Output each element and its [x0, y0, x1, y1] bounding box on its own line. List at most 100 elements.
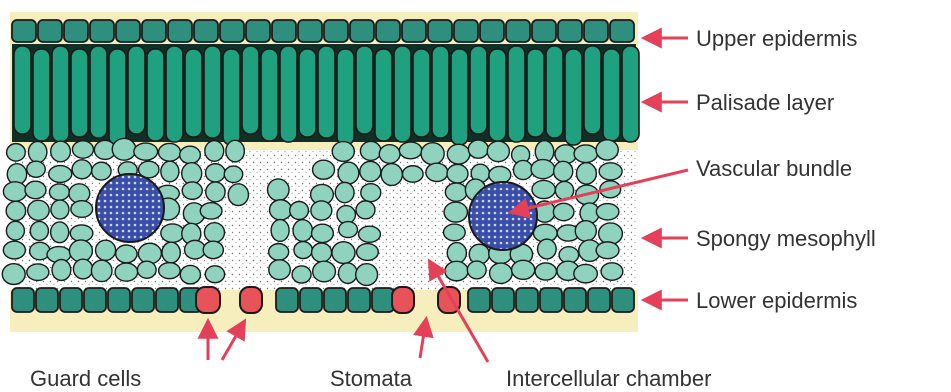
spongy-cell	[180, 265, 200, 283]
spongy-cell	[512, 260, 535, 279]
label-upper-epidermis: Upper epidermis	[696, 26, 857, 51]
spongy-cell	[292, 266, 311, 283]
spongy-cell	[267, 179, 289, 201]
spongy-cell	[335, 182, 354, 202]
spongy-cell	[599, 223, 623, 244]
spongy-cell	[447, 164, 468, 183]
spongy-cell	[224, 166, 242, 182]
upper-epidermis-cell	[506, 20, 530, 42]
spongy-cell	[159, 263, 181, 279]
spongy-cell	[27, 264, 49, 281]
spongy-cell	[161, 161, 179, 182]
spongy-cell	[532, 180, 555, 198]
lower-epidermis-cell	[516, 288, 538, 312]
lower-epidermis-cell	[276, 288, 298, 312]
vascular-bundle-right	[469, 182, 537, 250]
spongy-cell	[554, 161, 573, 181]
spongy-cell	[49, 166, 72, 183]
spongy-cell	[294, 242, 312, 259]
upper-epidermis-cell	[376, 20, 400, 42]
spongy-cell	[596, 140, 618, 160]
palisade-cell	[242, 46, 259, 134]
spongy-cell	[182, 182, 202, 199]
upper-epidermis-cell	[64, 20, 88, 42]
spongy-cell	[574, 145, 597, 163]
spongy-cell	[445, 261, 468, 280]
spongy-cell	[447, 144, 469, 164]
spongy-cell	[185, 240, 206, 259]
spongy-cell	[339, 222, 358, 238]
lower-epidermis-cell	[324, 288, 346, 312]
spongy-cell	[72, 160, 92, 179]
spongy-cell	[70, 225, 93, 242]
spongy-cell	[444, 224, 466, 241]
spongy-cell	[360, 141, 381, 160]
spongy-cell	[467, 261, 486, 279]
spongy-cell	[271, 219, 289, 241]
spongy-cell	[576, 163, 596, 184]
upper-epidermis-cell	[532, 20, 556, 42]
lower-epidermis-cell	[468, 288, 490, 312]
spongy-cell	[3, 241, 25, 259]
spongy-cell	[137, 261, 156, 278]
spongy-cell	[445, 183, 467, 201]
palisade-cell	[223, 49, 240, 145]
palisade-cell	[280, 46, 297, 142]
lower-epidermis-cell	[108, 288, 130, 312]
spongy-cell	[421, 143, 444, 165]
spongy-cell	[91, 260, 112, 281]
palisade-cell	[90, 46, 107, 138]
upper-epidermis-cell	[142, 20, 166, 42]
spongy-cell	[134, 143, 158, 160]
palisade-cell	[109, 49, 126, 145]
upper-epidermis-cell	[220, 20, 244, 42]
lower-epidermis-cell	[12, 288, 34, 312]
palisade-cell	[451, 49, 468, 145]
lower-epidermis-cell	[84, 288, 106, 312]
spongy-cell	[25, 181, 46, 199]
spongy-cell	[487, 141, 509, 161]
spongy-cell	[538, 239, 557, 259]
spongy-cell	[28, 141, 46, 162]
label-stomata: Stomata	[330, 366, 413, 391]
palisade-cell	[622, 46, 639, 142]
upper-epidermis-cell	[584, 20, 608, 42]
lower-epidermis-cell	[540, 288, 562, 312]
spongy-cell	[426, 163, 448, 181]
lower-epidermis-cell	[300, 288, 322, 312]
spongy-cell	[531, 160, 555, 179]
spongy-cell	[162, 242, 180, 263]
spongy-cell	[596, 242, 619, 259]
upper-epidermis-cell	[454, 20, 478, 42]
lower-epidermis-cell	[348, 288, 370, 312]
spongy-cell	[6, 221, 24, 240]
spongy-cell	[356, 264, 378, 286]
spongy-cell	[360, 161, 381, 181]
palisade-cell	[204, 46, 221, 138]
spongy-cell	[3, 182, 26, 201]
spongy-cell	[96, 240, 116, 260]
palisade-cell	[337, 49, 354, 145]
spongy-cell	[200, 203, 222, 219]
label-lower-epidermis: Lower epidermis	[696, 288, 857, 313]
spongy-cell	[447, 243, 466, 264]
spongy-cell	[356, 201, 375, 219]
palisade-cell	[546, 46, 563, 138]
upper-epidermis-cell	[116, 20, 140, 42]
palisade-cell	[318, 46, 335, 138]
spongy-cell	[338, 263, 357, 283]
upper-epidermis-cell	[90, 20, 114, 42]
lower-epidermis-cell	[156, 288, 178, 312]
upper-epidermis-cell	[38, 20, 62, 42]
spongy-cell	[73, 259, 92, 279]
palisade-cell	[185, 49, 202, 137]
upper-epidermis-cell	[610, 20, 634, 42]
palisade-cell	[261, 49, 278, 141]
palisade-cell	[432, 46, 449, 138]
lower-epidermis-cell	[564, 288, 586, 312]
spongy-cell	[30, 221, 48, 240]
upper-epidermis-cell	[324, 20, 348, 42]
upper-epidermis-cell	[12, 20, 36, 42]
palisade-cell	[71, 49, 88, 137]
